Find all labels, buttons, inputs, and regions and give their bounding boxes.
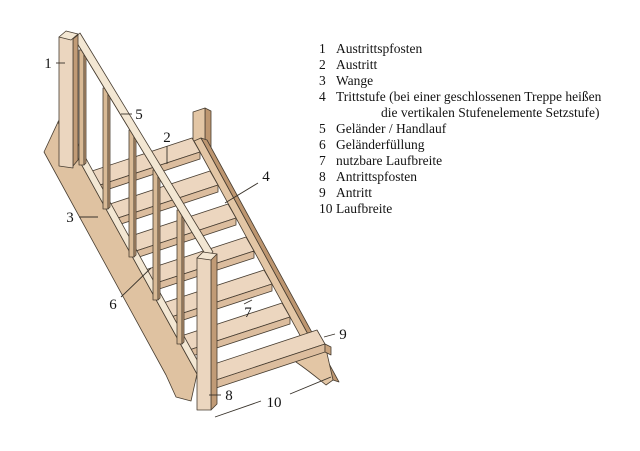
callout-7: 7	[244, 305, 252, 321]
legend-item-6: 6 Geländerfüllung	[319, 137, 625, 153]
legend-item-label: Geländerfüllung	[336, 137, 425, 152]
legend-item-number	[319, 105, 336, 121]
legend-item-number: 6	[319, 137, 326, 152]
legend-item-9: 9 Antritt	[319, 185, 625, 201]
legend: 1 Austrittspfosten 2 Austritt 3 Wange 4 …	[319, 41, 625, 217]
legend-item-3: 3 Wange	[319, 73, 625, 89]
legend-item-7: 7 nutzbare Laufbreite	[319, 153, 625, 169]
legend-item-label: Antrittspfosten	[336, 169, 417, 184]
legend-item-number: 10	[319, 201, 333, 216]
legend-item-number: 9	[319, 185, 326, 200]
legend-item-number: 2	[319, 57, 326, 72]
legend-item-label: nutzbare Laufbreite	[336, 153, 443, 168]
baluster	[153, 169, 160, 300]
callout-1: 1	[44, 56, 52, 72]
legend-item-number: 7	[319, 153, 326, 168]
callout-6: 6	[109, 297, 117, 313]
legend-item-10: 10 Laufbreite	[319, 201, 625, 217]
legend-item-4-continuation: die vertikalen Stufenelemente Setzstufe)	[319, 105, 625, 121]
legend-item-1: 1 Austrittspfosten	[319, 41, 625, 57]
legend-item-number: 3	[319, 73, 326, 88]
legend-item-label: Geländer / Handlauf	[336, 121, 447, 136]
baluster	[79, 49, 86, 165]
callout-9: 9	[339, 327, 347, 343]
bottom-newel-post	[197, 252, 217, 410]
baluster	[177, 209, 184, 344]
legend-item-label: die vertikalen Stufenelemente Setzstufe)	[381, 105, 600, 120]
treads	[89, 138, 331, 392]
callout-4: 4	[262, 169, 270, 185]
legend-item-5: 5 Geländer / Handlauf	[319, 121, 625, 137]
callout-2: 2	[163, 130, 171, 146]
legend-item-2: 2 Austritt	[319, 57, 625, 73]
legend-item-number: 8	[319, 169, 326, 184]
legend-item-4: 4 Trittstufe (bei einer geschlossenen Tr…	[319, 89, 625, 105]
top-newel-post	[59, 31, 78, 168]
tread-antritt	[196, 330, 331, 392]
callout-5: 5	[135, 107, 143, 123]
legend-item-label: Wange	[336, 73, 374, 88]
baluster	[129, 129, 136, 257]
legend-item-label: Laufbreite	[336, 201, 393, 216]
legend-item-number: 1	[319, 41, 326, 56]
dimension-line	[215, 377, 331, 417]
legend-item-label: Trittstufe (bei einer geschlossenen Trep…	[336, 89, 602, 104]
legend-item-label: Antritt	[336, 185, 372, 200]
leader-lines	[56, 63, 335, 395]
callout-8: 8	[225, 388, 233, 404]
balusters	[79, 49, 184, 344]
callout-numbers: 1 2 3 4 5 6 7 8 9 10	[44, 56, 347, 411]
callout-3: 3	[66, 210, 74, 226]
legend-item-number: 4	[319, 89, 326, 104]
baluster	[103, 87, 110, 209]
legend-item-label: Austritt	[336, 57, 378, 72]
legend-item-number: 5	[319, 121, 326, 136]
callout-10: 10	[267, 395, 282, 411]
legend-item-8: 8 Antrittspfosten	[319, 169, 625, 185]
legend-item-label: Austrittspfosten	[336, 41, 423, 56]
